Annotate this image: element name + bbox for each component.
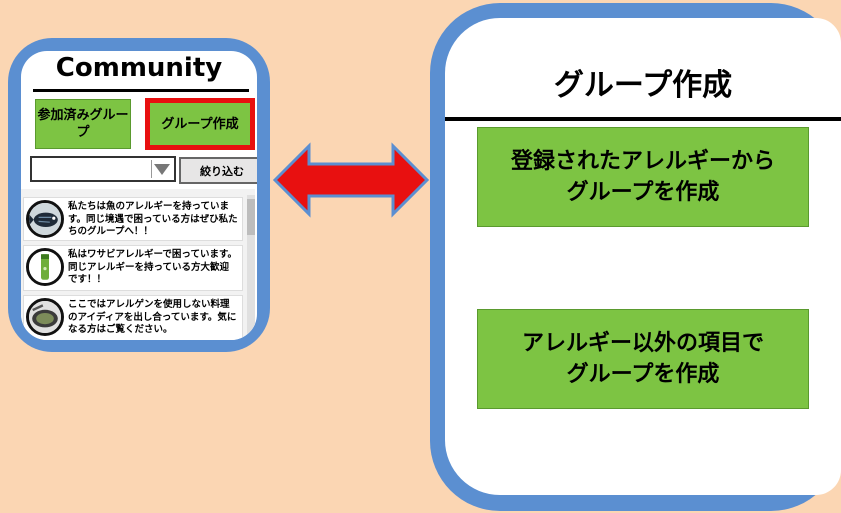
- community-phone: Community 参加済みグループ グループ作成 絞り込む: [8, 38, 270, 352]
- post-list: 私たちは魚のアレルギーを持っています。同じ境遇で困っている方はぜひ私たちのグルー…: [21, 189, 255, 340]
- create-from-registered-allergy-button[interactable]: 登録されたアレルギーから グループを作成: [477, 127, 809, 227]
- joined-groups-button[interactable]: 参加済みグループ: [35, 99, 131, 149]
- list-item[interactable]: 私はワサビアレルギーで困っています。同じアレルギーを持っている方大歓迎です！！: [23, 245, 243, 291]
- group-create-phone: グループ作成 登録されたアレルギーから グループを作成 アレルギー以外の項目で …: [430, 3, 841, 511]
- create-group-button[interactable]: グループ作成: [145, 98, 255, 150]
- title-divider: [33, 89, 249, 92]
- title-divider: [445, 117, 841, 121]
- dropdown-arrow-icon[interactable]: [151, 160, 172, 178]
- post-text: 私はワサビアレルギーで困っています。同じアレルギーを持っている方大歓迎です！！: [68, 249, 238, 285]
- scrollbar[interactable]: [247, 195, 255, 340]
- fish-icon: [26, 200, 64, 238]
- scroll-thumb[interactable]: [247, 199, 255, 235]
- filter-button[interactable]: 絞り込む: [179, 157, 257, 184]
- create-from-other-items-button[interactable]: アレルギー以外の項目で グループを作成: [477, 309, 809, 409]
- community-title: Community: [55, 53, 223, 83]
- scroll-down-icon[interactable]: [247, 334, 255, 340]
- filter-select[interactable]: [30, 156, 176, 182]
- list-item[interactable]: 私たちは魚のアレルギーを持っています。同じ境遇で困っている方はぜひ私たちのグルー…: [23, 197, 243, 241]
- wasabi-icon: [26, 248, 64, 286]
- community-screen: Community 参加済みグループ グループ作成 絞り込む: [21, 51, 257, 340]
- post-text: ここではアレルゲンを使用しない料理のアイディアを出し合っています。気になる方はご…: [68, 299, 237, 335]
- button-label: 登録されたアレルギーから グループを作成: [510, 149, 775, 205]
- button-label: アレルギー以外の項目で グループを作成: [521, 331, 764, 387]
- double-arrow-icon: [272, 142, 430, 218]
- group-create-screen: グループ作成 登録されたアレルギーから グループを作成 アレルギー以外の項目で …: [445, 18, 841, 495]
- dish-icon: [26, 298, 64, 336]
- list-item[interactable]: ここではアレルゲンを使用しない料理のアイディアを出し合っています。気になる方はご…: [23, 295, 243, 340]
- page-title: グループ作成: [553, 68, 733, 103]
- post-text: 私たちは魚のアレルギーを持っています。同じ境遇で困っている方はぜひ私たちのグルー…: [68, 201, 238, 237]
